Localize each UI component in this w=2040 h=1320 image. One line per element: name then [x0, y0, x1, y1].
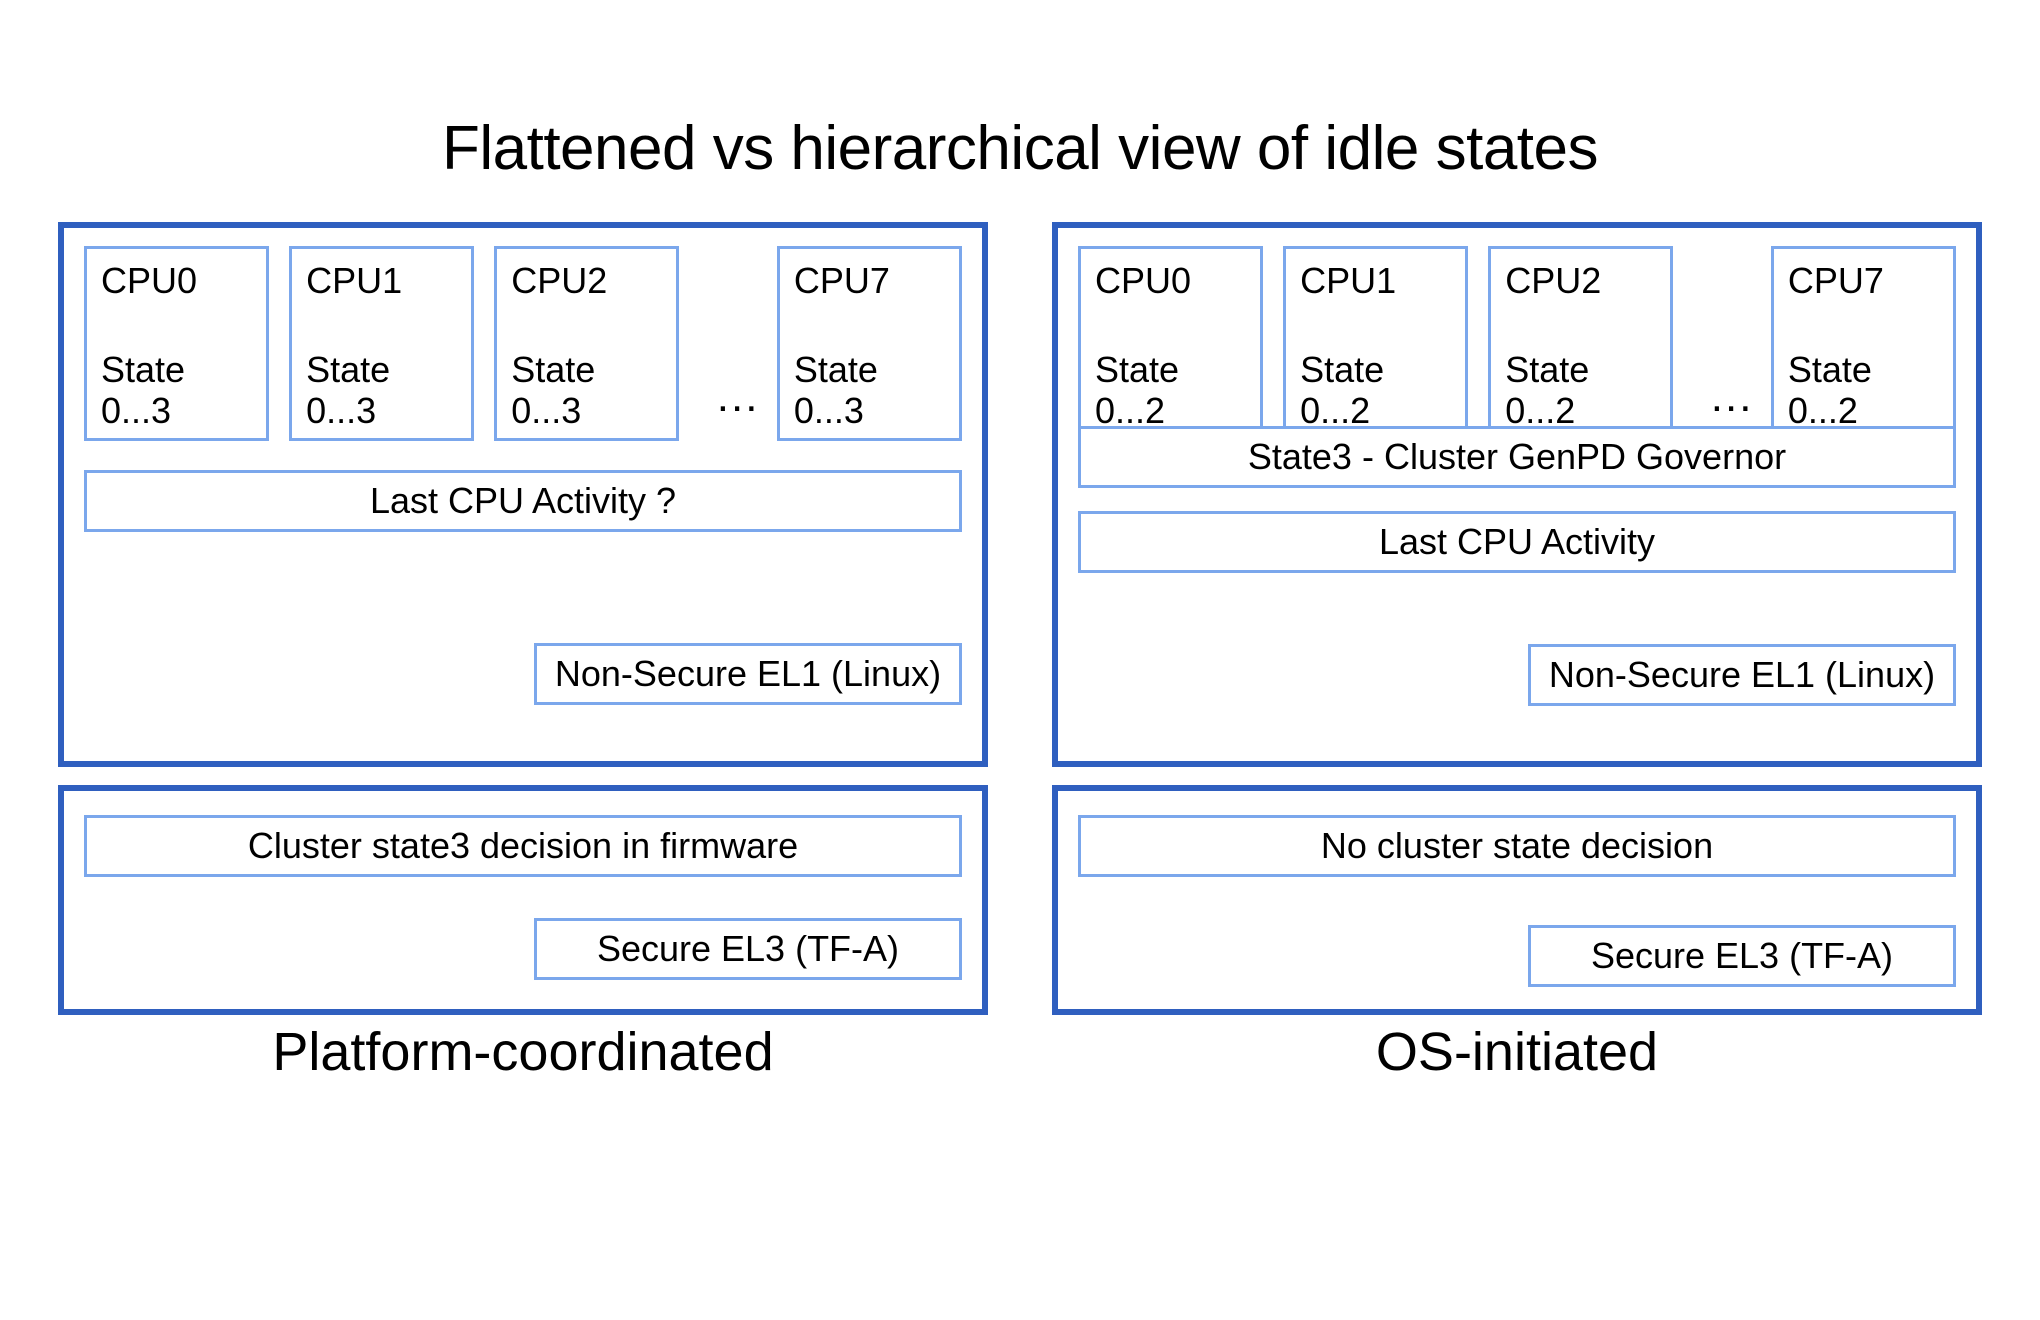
cpu-label: CPU1: [1300, 260, 1397, 301]
column-platform-coordinated: CPU0 State 0...3 CPU1 State 0...3 CPU2: [58, 222, 988, 1015]
cpu-state-range: 0...3: [793, 390, 864, 432]
exception-level-el1-right: Non-Secure EL1 (Linux): [1528, 644, 1956, 706]
cpu-state-label: State: [306, 349, 391, 390]
exception-level-el3-right: Secure EL3 (TF-A): [1528, 925, 1956, 987]
firmware-panel-left: Cluster state3 decision in firmware Secu…: [58, 785, 988, 1015]
cluster-decision-bar-left[interactable]: Cluster state3 decision in firmware: [84, 815, 962, 877]
cluster-genpd-governor-bar-right[interactable]: State3 - Cluster GenPD Governor: [1078, 426, 1956, 488]
cpu-box-cpu0-left[interactable]: CPU0 State 0...3: [84, 246, 270, 441]
os-panel-right: CPU0 State 0...2 CPU1 State 0...2 CPU2: [1052, 222, 1982, 767]
cpu-label: CPU0: [101, 260, 198, 301]
cpu-state: State 0...2: [1095, 349, 1179, 432]
last-cpu-activity-bar-left[interactable]: Last CPU Activity ?: [84, 470, 962, 532]
cpu-label: CPU1: [306, 260, 403, 301]
cpu-state-label: State: [1300, 349, 1385, 390]
cpu-label: CPU0: [1095, 260, 1192, 301]
cpu-state-label: State: [1505, 349, 1590, 390]
caption-platform-coordinated: Platform-coordinated: [272, 1022, 774, 1082]
cpu-state-label: State: [1787, 349, 1872, 390]
cpu-state-range: 0...2: [1300, 390, 1371, 432]
cpu-row-right: CPU0 State 0...2 CPU1 State 0...2 CPU2: [1078, 246, 1956, 441]
cpu-state-label: State: [511, 349, 596, 390]
cpu-state-label: State: [1095, 349, 1180, 390]
cpu-state: State 0...2: [1505, 349, 1589, 432]
cpu-state: State 0...3: [511, 349, 595, 432]
exception-level-el1-left: Non-Secure EL1 (Linux): [534, 643, 962, 705]
column-os-initiated: CPU0 State 0...2 CPU1 State 0...2 CPU2: [1052, 222, 1982, 1015]
cpu-label: CPU2: [1505, 260, 1602, 301]
cpu-label: CPU2: [511, 260, 608, 301]
cpu-state-range: 0...3: [306, 390, 377, 432]
cpu-state: State 0...2: [1300, 349, 1384, 432]
cpu-box-cpu1-right[interactable]: CPU1 State 0...2: [1283, 246, 1469, 441]
cpu-ellipsis-left: ...: [716, 372, 760, 421]
cpu-box-cpu2-left[interactable]: CPU2 State 0...3: [494, 246, 680, 441]
exception-level-el3-left: Secure EL3 (TF-A): [534, 918, 962, 980]
cpu-state-range: 0...3: [101, 390, 172, 432]
cpu-state: State 0...3: [101, 349, 185, 432]
cpu-state-range: 0...2: [1095, 390, 1166, 432]
last-cpu-activity-bar-right[interactable]: Last CPU Activity: [1078, 511, 1956, 573]
firmware-panel-right: No cluster state decision Secure EL3 (TF…: [1052, 785, 1982, 1015]
cpu-box-cpu1-left[interactable]: CPU1 State 0...3: [289, 246, 475, 441]
cluster-decision-bar-right[interactable]: No cluster state decision: [1078, 815, 1956, 877]
cpu-state-label: State: [793, 349, 878, 390]
cpu-box-cpu0-right[interactable]: CPU0 State 0...2: [1078, 246, 1264, 441]
cpu-state-range: 0...2: [1505, 390, 1576, 432]
cpu-box-cpu7-left[interactable]: CPU7 State 0...3: [776, 246, 962, 441]
page-title: Flattened vs hierarchical view of idle s…: [441, 114, 1599, 183]
cpu-label: CPU7: [793, 260, 890, 301]
cpu-state: State 0...3: [306, 349, 390, 432]
cpu-state: State 0...3: [794, 349, 878, 432]
cpu-state-range: 0...3: [511, 390, 582, 432]
cpu-state-label: State: [101, 349, 186, 390]
os-panel-left: CPU0 State 0...3 CPU1 State 0...3 CPU2: [58, 222, 988, 767]
cpu-label: CPU7: [1787, 260, 1884, 301]
caption-os-initiated: OS-initiated: [1375, 1022, 1659, 1082]
cpu-state-range: 0...2: [1787, 390, 1858, 432]
cpu-row-left: CPU0 State 0...3 CPU1 State 0...3 CPU2: [84, 246, 962, 441]
cpu-ellipsis-right: ...: [1710, 372, 1754, 421]
cpu-box-cpu7-right[interactable]: CPU7 State 0...2: [1770, 246, 1956, 441]
cpu-box-cpu2-right[interactable]: CPU2 State 0...2: [1488, 246, 1674, 441]
cpu-state: State 0...2: [1788, 349, 1872, 432]
